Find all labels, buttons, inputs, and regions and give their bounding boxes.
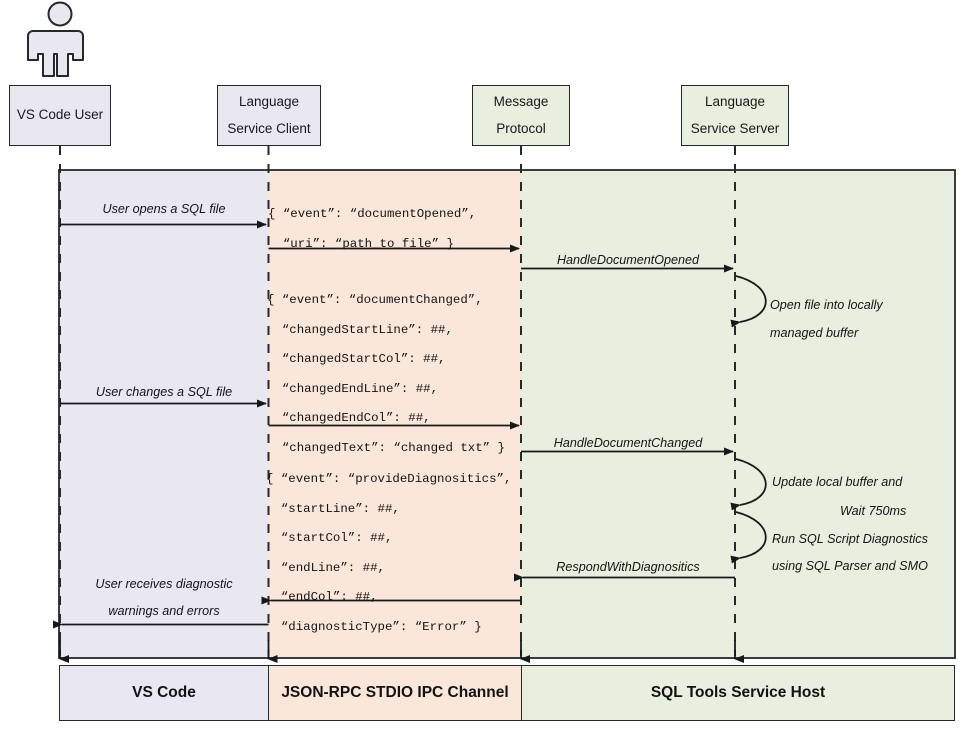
band-frame bbox=[58, 169, 956, 659]
band-ipc-channel bbox=[268, 170, 521, 658]
footer-band-ipc-channel[interactable]: JSON-RPC STDIO IPC Channel bbox=[268, 665, 522, 721]
band-vs-code bbox=[59, 170, 268, 658]
lifeline-header-label-line1: Message bbox=[493, 94, 549, 110]
note-run-diagnostics-line2: using SQL Parser and SMO bbox=[772, 559, 928, 573]
note-update-buffer-line2: Wait 750ms bbox=[840, 504, 907, 518]
message-respond-with-diagnositics: RespondWithDiagnositics bbox=[556, 560, 700, 574]
payload-document-opened: { “event”: “documentOpened”, “uri”: “pat… bbox=[268, 207, 477, 251]
footer-band-label: SQL Tools Service Host bbox=[650, 684, 826, 701]
lifeline-header-label: VS Code User bbox=[16, 107, 104, 123]
message-user-receives-diagnostics-line1: User receives diagnostic bbox=[95, 577, 233, 591]
payload-document-changed: { “event”: “documentChanged”, “changedSt… bbox=[267, 293, 505, 455]
footer-band-label: JSON-RPC STDIO IPC Channel bbox=[281, 684, 509, 701]
lifeline-terminators bbox=[59, 640, 744, 663]
footer-band-label: VS Code bbox=[132, 684, 196, 701]
lifeline-header-label-line2: Service Server bbox=[690, 120, 780, 136]
band-service-host bbox=[521, 170, 955, 658]
footer-band-service-host[interactable]: SQL Tools Service Host bbox=[521, 665, 955, 721]
lifeline-header-label-line2: Service Client bbox=[227, 120, 311, 136]
self-loop-update-buffer bbox=[730, 458, 767, 511]
self-loop-open-file bbox=[730, 275, 767, 328]
note-open-file-line1: Open file into locally bbox=[770, 298, 883, 312]
lifeline-header-language-service-client[interactable]: Language Service Client bbox=[217, 85, 321, 146]
message-handle-document-opened: HandleDocumentOpened bbox=[556, 253, 700, 267]
note-run-diagnostics-line1: Run SQL Script Diagnostics bbox=[772, 532, 928, 546]
note-open-file-line2: managed buffer bbox=[770, 326, 859, 340]
lifeline-header-label-line2: Protocol bbox=[496, 120, 546, 136]
footer-band-vs-code[interactable]: VS Code bbox=[59, 665, 269, 721]
payload-provide-diagnositics: { “event”: “provideDiagnositics”, “start… bbox=[266, 472, 512, 634]
note-update-buffer-line1: Update local buffer and bbox=[772, 475, 903, 489]
vs-code-user-actor-icon bbox=[27, 1, 84, 77]
message-user-changes-sql-file: User changes a SQL file bbox=[95, 385, 233, 399]
lifeline-header-label-line1: Language bbox=[704, 94, 766, 110]
lifeline-header-label-line1: Language bbox=[238, 94, 300, 110]
lifeline-header-message-protocol[interactable]: Message Protocol bbox=[472, 85, 570, 146]
self-loop-run-diagnostics bbox=[730, 511, 767, 564]
lifeline-header-vs-code-user[interactable]: VS Code User bbox=[9, 85, 111, 146]
message-handle-document-changed: HandleDocumentChanged bbox=[553, 436, 703, 450]
lifeline-header-language-service-server[interactable]: Language Service Server bbox=[681, 85, 789, 146]
message-user-receives-diagnostics-line2: warnings and errors bbox=[108, 604, 220, 618]
message-user-opens-sql-file: User opens a SQL file bbox=[102, 202, 226, 216]
